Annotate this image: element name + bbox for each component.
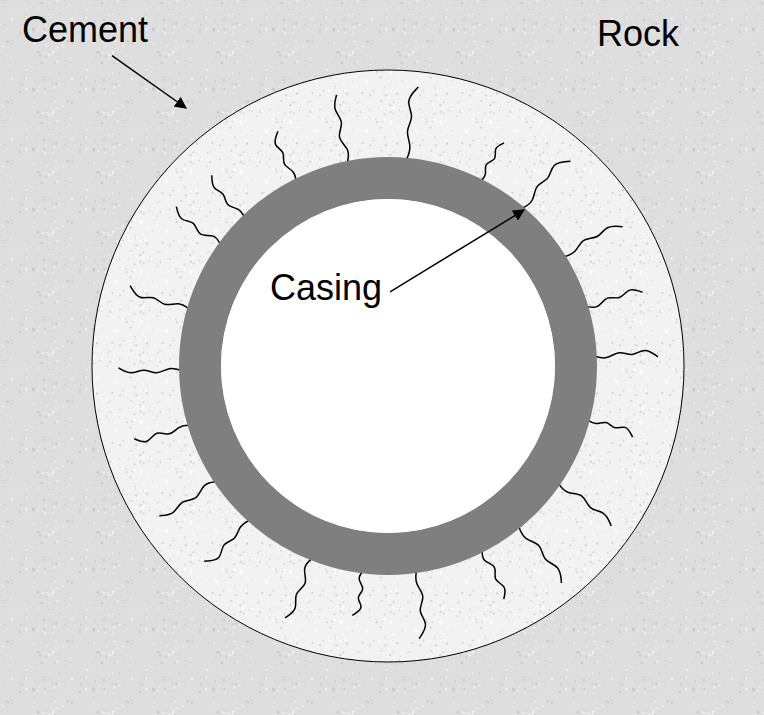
cement-cracks bbox=[119, 87, 658, 639]
crack-line bbox=[480, 143, 504, 182]
crack-line bbox=[594, 350, 658, 358]
crack-line bbox=[587, 419, 633, 437]
crack-line bbox=[204, 520, 250, 562]
crack-line bbox=[352, 571, 363, 616]
casing-ring bbox=[200, 178, 576, 554]
crack-line bbox=[335, 95, 349, 164]
crack-line bbox=[130, 286, 190, 310]
crack-line bbox=[285, 558, 313, 618]
material-label: Rock bbox=[597, 14, 679, 54]
crack-line bbox=[134, 425, 190, 441]
crack-line bbox=[563, 226, 623, 257]
casing-bore bbox=[221, 199, 555, 533]
part-label: Casing bbox=[270, 268, 382, 308]
cement-sheath bbox=[92, 70, 684, 662]
crack-line bbox=[176, 207, 221, 246]
leader-lines bbox=[112, 56, 524, 292]
crack-line bbox=[558, 483, 611, 526]
leader-arrow bbox=[112, 56, 186, 108]
crack-line bbox=[416, 570, 426, 639]
crack-line bbox=[585, 290, 642, 308]
crack-line bbox=[212, 175, 245, 217]
crack-line bbox=[521, 161, 570, 208]
material-label: Cement bbox=[22, 10, 148, 50]
cement-texture bbox=[92, 70, 684, 662]
crack-line bbox=[482, 549, 505, 599]
crack-line bbox=[119, 368, 183, 373]
crack-line bbox=[518, 525, 561, 583]
leader-arrow bbox=[390, 210, 524, 292]
crack-line bbox=[406, 87, 418, 161]
crack-line bbox=[159, 481, 217, 515]
crack-line bbox=[275, 131, 296, 181]
